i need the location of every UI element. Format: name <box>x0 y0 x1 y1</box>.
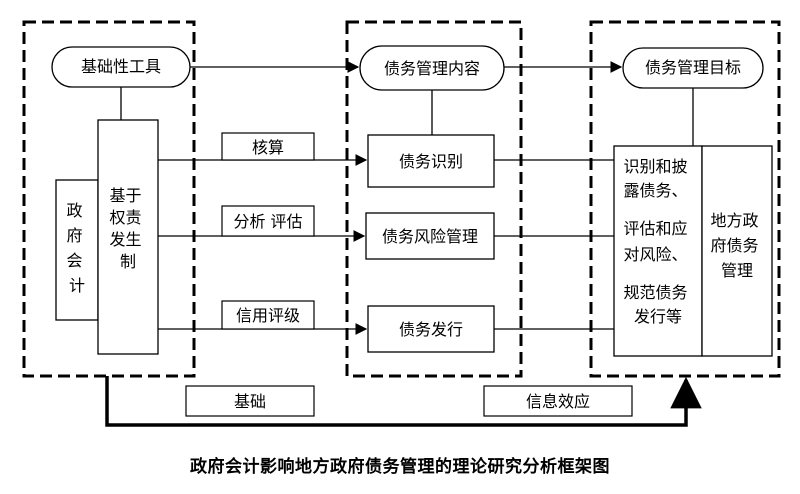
node-goal-list-label: 识别和披 露债务、 评估和应 对风险、 规范债务 发行等 <box>623 157 692 326</box>
edge-label-analysis-box <box>221 205 315 237</box>
node-tools-label: 基础性工具 <box>81 57 161 76</box>
arrow-feedback-loop <box>105 376 702 427</box>
group-left-dashed <box>22 20 196 378</box>
node-local-debt-mgmt-label: 地方政 府债务 管理 <box>710 211 763 280</box>
node-gov-accounting-label: 政 府 会 计 <box>66 201 87 295</box>
node-debt-risk-label: 债务风险管理 <box>382 227 478 246</box>
edge-label-info-effect: 信息效应 <box>526 392 590 411</box>
node-debt-identify <box>367 134 495 188</box>
edge-label-accounting: 核算 <box>252 138 284 157</box>
figure-caption: 政府会计影响地方政府债务管理的理论研究分析框架图 <box>190 457 610 477</box>
node-debt-content-label: 债务管理内容 <box>384 59 480 78</box>
node-accrual-basis <box>97 119 159 355</box>
group-right-dashed <box>589 20 781 378</box>
node-debt-identify-label: 债务识别 <box>399 152 463 171</box>
edge-label-foundation-box <box>185 385 315 417</box>
edge-label-credit: 信用评级 <box>236 306 300 325</box>
node-goal-list <box>613 145 703 357</box>
node-debt-issue-label: 债务发行 <box>399 320 463 339</box>
node-debt-goal-label: 债务管理目标 <box>645 58 741 77</box>
edge-label-analysis: 分析 评估 <box>233 212 302 231</box>
edge-label-info-effect-box <box>483 385 633 417</box>
edge-label-foundation: 基础 <box>234 392 266 411</box>
node-debt-risk <box>365 212 495 260</box>
node-local-debt-mgmt <box>701 145 773 357</box>
group-middle-dashed <box>345 20 523 378</box>
edge-label-accounting-box <box>221 132 315 161</box>
node-accrual-basis-label: 基于 权责 发生 制 <box>109 186 146 271</box>
edge-label-credit-box <box>221 300 315 330</box>
node-debt-issue <box>367 305 495 353</box>
